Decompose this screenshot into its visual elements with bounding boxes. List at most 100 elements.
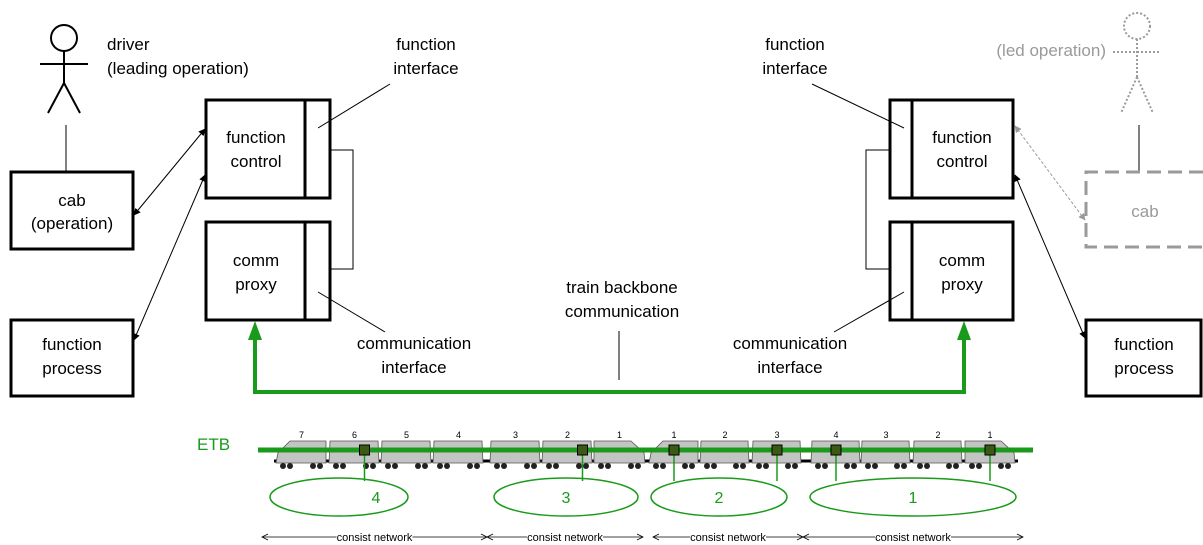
consist-2-car-number-3: 3 [774,430,779,440]
consist-3-node-1 [577,444,588,456]
consist-1-car-4-wheel-1 [969,463,975,469]
consist-1-node-2 [984,444,996,456]
consist-1-car-number-1: 4 [833,430,838,440]
left-cab-control-arrow [133,128,206,216]
consist-1-node-1 [830,444,842,456]
consist-2-car-number-2: 2 [722,430,727,440]
consist-1-car-4-wheel-2 [976,463,982,469]
right-process-control-arrow [1014,174,1086,339]
consist-4-car-4-wheel-3 [467,463,473,469]
consist-3-car-1-wheel-2 [501,463,507,469]
consist-4-car-number-4: 4 [456,430,461,440]
consist-network-3-caption: consist network [527,532,603,544]
consist-3-car-2-wheel-3 [576,463,582,469]
consist-1-car-4-wheel-3 [998,463,1004,469]
right-comm-proxy-box: comm proxy [888,220,1015,322]
consist-4-car-1-wheel-3 [310,463,316,469]
right-control-line2: control [936,152,987,171]
consist-1-car-2-wheel-2 [872,463,878,469]
consist-4-car-4-wheel-2 [444,463,450,469]
left-communication-interface-pointer [317,291,386,333]
right-cab-box: cab [1084,170,1203,249]
consist-4-car-2-wheel-4 [370,463,376,469]
right-proxy-line2: proxy [941,275,983,294]
consist-1-car-3-wheel-4 [953,463,959,469]
consist-1-car-number-2: 3 [883,430,888,440]
consist-4-car-1-wheel-1 [280,463,286,469]
consist-4-car-1-wheel-2 [287,463,293,469]
left-cab-line2: (operation) [31,214,113,233]
consist-2-car-2-wheel-1 [704,463,710,469]
consist-network-1-span-arrow-left [802,533,810,541]
consist-2-car-1-wheel-3 [682,463,688,469]
consist-network-4-label: 4 [372,490,381,507]
right-function-interface-pointer [811,83,905,129]
consist-network-3-label: 3 [562,490,571,507]
left-function-interface-line2: interface [393,59,458,78]
consist-network-4-span-arrow-left [261,533,269,541]
left-process-line2: process [42,359,102,378]
consist-network-3-span-arrow-left [486,533,494,541]
consist-network-2-ellipse [650,477,788,517]
consist-3-car-2-wheel-1 [546,463,552,469]
left-control-line1: function [226,128,286,147]
consist-3-car-1-wheel-4 [531,463,537,469]
consist-1-car-1-wheel-1 [815,463,821,469]
left-function-interface-line1: function [396,35,456,54]
left-comm-proxy-box: comm proxy [204,220,332,322]
right-cab-control-arrow [1014,125,1086,221]
left-process-line1: function [42,335,102,354]
consist-1-car-number-3: 2 [935,430,940,440]
consist-4-car-2-wheel-2 [340,463,346,469]
consist-2-car-number-1: 1 [671,430,676,440]
consist-3-car-1-wheel-3 [524,463,530,469]
consist-4-node-1 [359,444,370,456]
consist-1-car-3-wheel-2 [924,463,930,469]
consist-2-car-2-wheel-2 [711,463,717,469]
consist-3-car-2-wheel-4 [583,463,589,469]
consist-4-car-3-wheel-2 [392,463,398,469]
right-communication-interface-pointer [833,291,905,333]
consist-2-car-3-wheel-2 [763,463,769,469]
consist-3-car-3-wheel-3 [628,463,634,469]
consist-3-car-3-wheel-1 [598,463,604,469]
consist-network-1-label: 1 [909,490,918,507]
consist-3-car-number-1: 3 [513,430,518,440]
consist-4-car-1-wheel-4 [317,463,323,469]
left-process-box: function process [9,318,135,398]
consist-network-4-ellipse [269,477,409,517]
consist-1-car-3-wheel-3 [946,463,952,469]
consist-network-2-span-arrow-left [652,533,660,541]
consist-1-car-2-wheel-1 [865,463,871,469]
consist-2-node-2 [771,444,783,456]
right-process-line1: function [1114,335,1174,354]
left-driver-actor [40,24,88,114]
consist-2-car-3-wheel-1 [756,463,762,469]
left-process-control-arrow [133,174,206,341]
right-actor-label: (led operation) [996,41,1106,60]
left-function-interface-pointer [317,83,391,129]
consist-1-car-1-wheel-4 [851,463,857,469]
left-communication-interface-line2: interface [381,358,446,377]
consist-network-2-caption: consist network [690,532,766,544]
consist-4-car-number-2: 6 [352,430,357,440]
consist-network-1-caption: consist network [875,532,951,544]
right-function-control-box: function control [888,98,1015,200]
consist-3-car-3-wheel-2 [605,463,611,469]
consist-1-car-3-wheel-1 [917,463,923,469]
consist-2-node-1 [668,444,680,456]
consist-network-1-span-arrow-right [1016,533,1024,541]
consist-4-car-2-wheel-1 [333,463,339,469]
left-proxy-line2: proxy [235,275,277,294]
left-control-line2: control [230,152,281,171]
consist-4-car-number-1: 7 [299,430,304,440]
right-proxy-line1: comm [939,251,985,270]
consist-network-2-label: 2 [715,490,724,507]
consist-1-car-number-4: 1 [987,430,992,440]
left-actor-label-line2: (leading operation) [107,59,249,78]
left-proxy-line1: comm [233,251,279,270]
consist-2-car-2-wheel-4 [740,463,746,469]
consist-4-car-4-wheel-1 [437,463,443,469]
right-communication-interface-line1: communication [733,334,847,353]
